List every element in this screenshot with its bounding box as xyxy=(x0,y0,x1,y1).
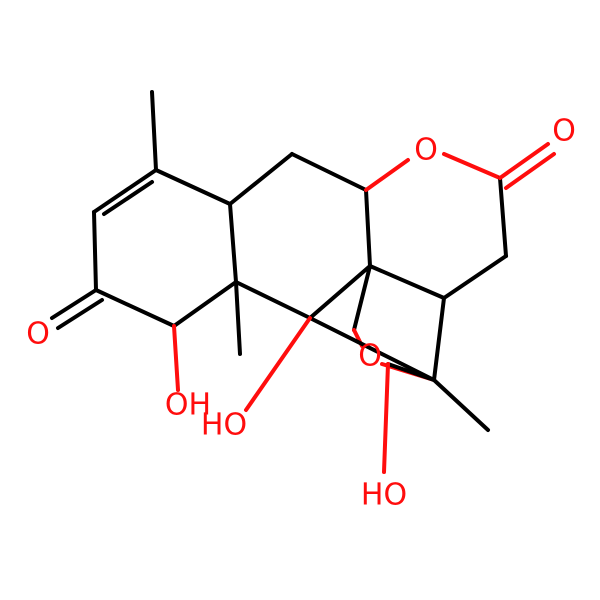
bond-lactone-o-1 xyxy=(364,158,410,192)
bond-ring-a-3 xyxy=(172,280,238,328)
bond-ring-a-1 xyxy=(92,210,98,292)
bond-hydroxyl-left xyxy=(172,324,180,392)
bond-ring-a-4 xyxy=(228,202,238,284)
bond-ketone-left-a xyxy=(50,288,98,320)
hydroxyl-bottom-label: HO xyxy=(361,478,407,513)
bond-ring-b-3 xyxy=(364,188,372,268)
bond-lactone-o-2 xyxy=(442,152,502,180)
bond-methyl-top-left xyxy=(150,90,158,172)
bond-lactone-carbonyl-a xyxy=(498,142,550,180)
bond-hydroxyl-bottom-carbon xyxy=(386,362,436,382)
ketone-oxygen-left-label: O xyxy=(26,317,50,352)
bond-lactone-carbonyl-ring xyxy=(498,176,508,258)
hydroxyl-middle-label: HO xyxy=(201,408,247,443)
hydroxyl-left-label: OH xyxy=(165,388,211,423)
bond-bridge-3 xyxy=(308,316,436,382)
bridge-oxygen-label: O xyxy=(358,339,382,374)
bond-ketone-left-b xyxy=(56,298,104,330)
bond-lactone-ring-4 xyxy=(368,264,446,300)
bond-ring-a-2 xyxy=(94,288,176,328)
bond-ring-b-1 xyxy=(228,152,294,206)
bond-methyl-bottom-right xyxy=(432,378,490,432)
ring-oxygen-top-label: O xyxy=(414,133,438,168)
bond-ring-b-4 xyxy=(234,280,312,320)
bond-lactone-ring-3 xyxy=(442,254,508,300)
bond-alkene-outer xyxy=(92,168,158,214)
bond-ring-a-5 xyxy=(154,168,232,206)
ketone-oxygen-right-label: O xyxy=(552,114,576,149)
bond-hydroxyl-middle xyxy=(244,316,312,412)
bond-ring-b-5 xyxy=(308,264,372,320)
bond-lactone-carbonyl-b xyxy=(504,152,556,190)
bond-methyl-center xyxy=(234,280,242,356)
bond-alkene-inner xyxy=(102,180,154,216)
bond-hydroxyl-bottom xyxy=(382,362,390,474)
bond-bridge-2 xyxy=(432,296,446,382)
bond-bridge-1 xyxy=(352,264,372,332)
bond-ring-b-2 xyxy=(290,152,368,192)
